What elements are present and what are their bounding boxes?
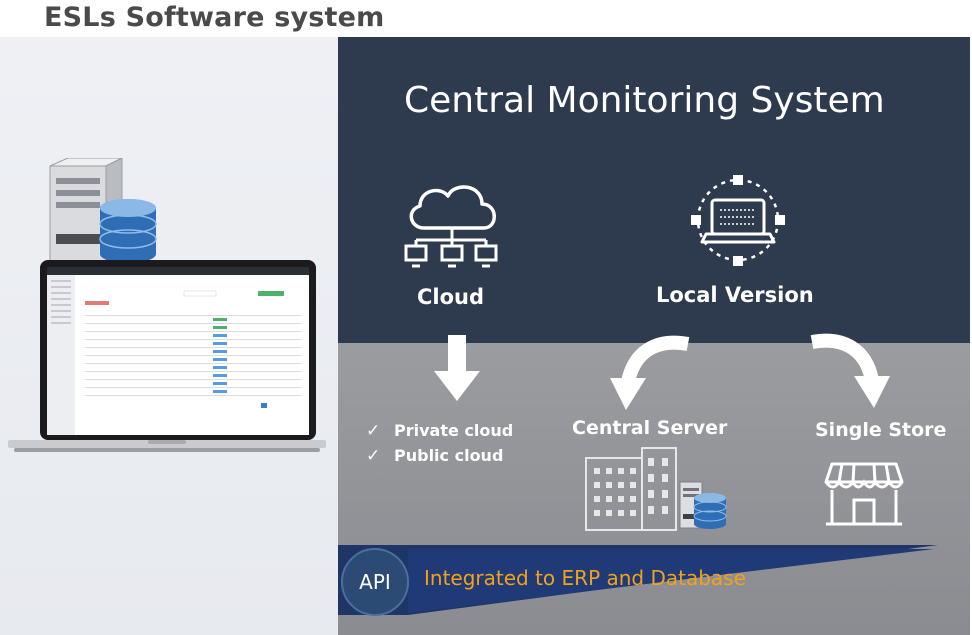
storefront-icon [824,462,904,526]
public-cloud-label: Public cloud [394,446,504,465]
cloud-label: Cloud [417,285,485,309]
curved-arrow-left-icon [610,335,690,410]
curved-arrow-right-icon [810,333,890,408]
single-store-label: Single Store [815,419,947,441]
building-icon [585,447,727,531]
cms-title: Central Monitoring System [404,80,885,121]
api-badge-label: API [359,570,391,594]
down-arrow-icon [434,335,480,401]
laptop-network-icon [691,175,785,266]
laptop-screenshot-illustration [8,260,326,452]
server-database-illustration [49,158,157,265]
central-server-label: Central Server [572,417,728,439]
erp-integration-text: Integrated to ERP and Database [424,566,746,590]
cloud-network-icon [404,185,498,268]
slide-title: ESLs Software system [44,2,385,33]
central-monitoring-panel [338,37,970,343]
local-version-label: Local Version [656,283,814,307]
private-cloud-item: ✓ Private cloud [366,421,513,441]
api-badge: API [341,548,409,616]
api-band [338,545,938,615]
public-cloud-item: ✓ Public cloud [366,446,503,466]
check-icon: ✓ [366,446,381,466]
check-icon: ✓ [366,421,381,441]
private-cloud-label: Private cloud [394,421,514,440]
